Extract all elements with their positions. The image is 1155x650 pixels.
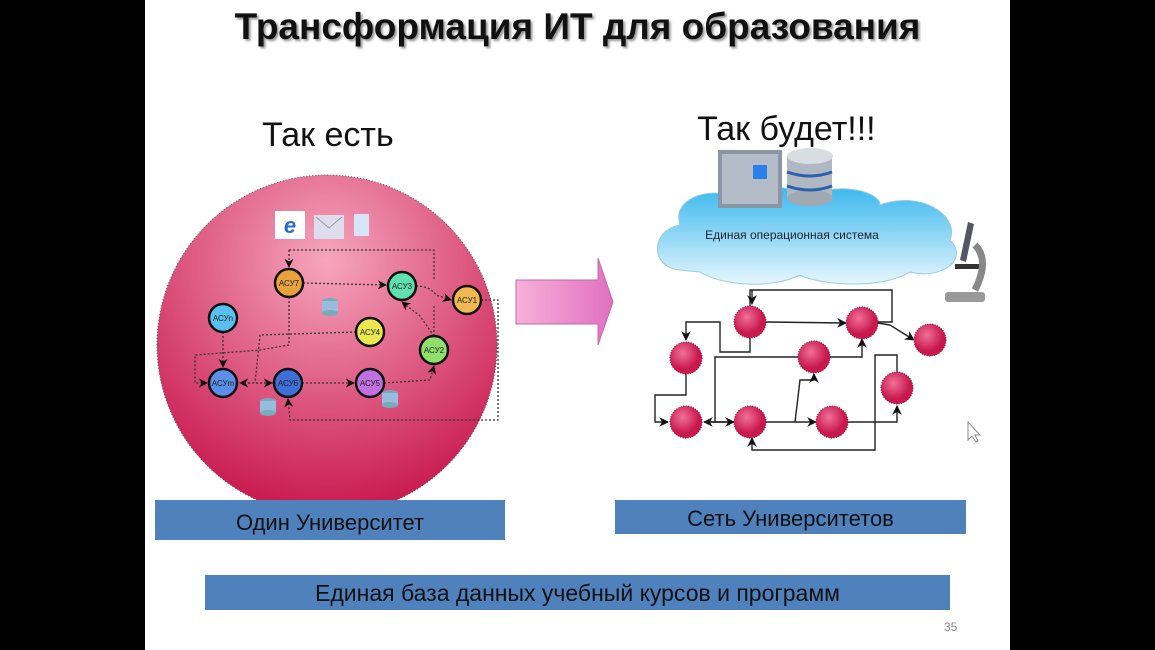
node-label: АСУ6 [278,379,299,388]
node-АСУ3: АСУ3 [386,270,418,302]
node-label: АСУ7 [279,279,300,288]
slide-title: Трансформация ИТ для образования [234,6,921,47]
node-АСУ5: АСУ5 [354,367,386,399]
transformation-arrow [515,257,614,346]
right-edges [654,289,915,451]
node-АСУ1: АСУ1 [451,284,483,316]
node-label: АСУ5 [360,379,381,388]
ie-icon [275,211,305,239]
network-node [815,405,849,439]
university-network-label: Сеть Университетов [615,500,966,534]
network-node [733,405,767,439]
node-label: АСУ3 [392,282,413,291]
node-АСУ4: АСУ4 [354,316,386,348]
cloud: Единая операционная система [657,186,957,285]
node-АСУn: АСУn [207,302,239,334]
network-node [880,371,914,405]
node-label: АСУn [213,314,233,323]
left-heading: Так есть [262,116,394,154]
server-icon [718,150,782,208]
node-АСУm: АСУm [207,367,239,399]
network-node [845,306,879,340]
network-node [733,305,767,339]
right-nodes [669,305,947,439]
mouse-cursor-icon [967,420,982,443]
svg-text:e: e [284,213,296,238]
unified-database-label: Единая база данных учебный курсов и прог… [205,575,950,610]
network-node [669,405,703,439]
database-icons [260,298,398,416]
cloud-text: Единая операционная система [705,228,879,242]
node-АСУ6: АСУ6 [272,367,304,399]
document-icon [354,214,369,236]
network-node [797,340,831,374]
one-university-label: Один Университет [155,500,505,540]
node-label: АСУ4 [360,328,381,337]
app-icons: e [275,211,369,239]
node-АСУ2: АСУ2 [418,334,450,366]
network-node [669,341,703,375]
network-node [913,323,947,357]
database-server-icon [786,148,833,206]
node-label: АСУ1 [457,296,478,305]
node-label: АСУ2 [424,346,445,355]
left-edges [194,249,499,421]
microscope-icon [945,222,986,302]
university-circle [156,174,498,516]
node-label: АСУm [212,379,235,388]
page-number: 35 [944,620,958,634]
right-heading: Так будет!!! [697,110,876,148]
node-АСУ7: АСУ7 [273,267,305,299]
